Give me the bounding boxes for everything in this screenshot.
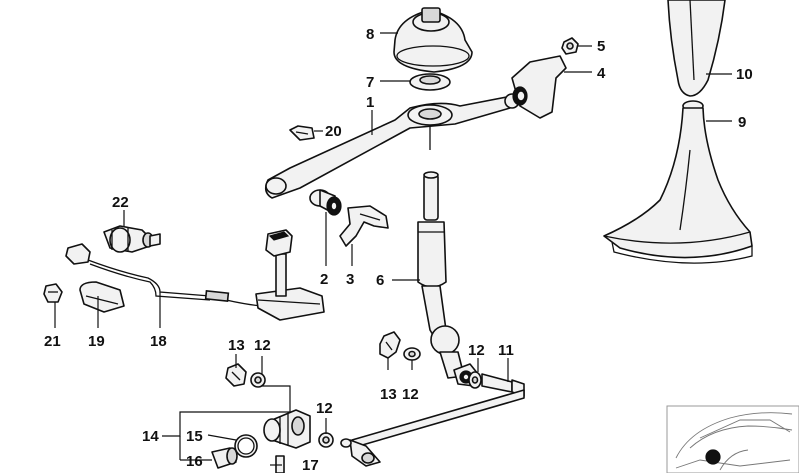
part-18-cable — [65, 243, 263, 307]
callout-12-bottom: 12 — [316, 400, 333, 417]
part-13-clip-left — [225, 363, 247, 387]
part-12-washer-right — [403, 347, 421, 361]
callout-13-left: 13 — [228, 337, 245, 354]
callout-15: 15 — [186, 428, 203, 445]
callout-17: 17 — [302, 457, 319, 473]
leader-lines — [54, 32, 732, 466]
callout-9: 9 — [738, 114, 746, 131]
part-6-rod — [417, 171, 465, 379]
callout-12-linkage: 12 — [468, 342, 485, 359]
callout-14: 14 — [142, 428, 159, 445]
callout-21: 21 — [44, 333, 61, 350]
part-9-gaiter — [603, 100, 753, 264]
callout-12-right: 12 — [402, 386, 419, 403]
part-11-linkage — [340, 363, 525, 467]
callout-5: 5 — [597, 38, 605, 55]
part-4-bracket — [511, 55, 567, 119]
part-7-ring — [409, 73, 451, 91]
part-1-shift-arm — [264, 93, 520, 199]
callout-6: 6 — [376, 272, 384, 289]
part-22-switch — [103, 225, 161, 253]
part-13-clip-right — [379, 331, 401, 359]
shift-plate — [255, 229, 325, 321]
callout-1: 1 — [366, 94, 374, 111]
part-3-clip — [339, 205, 389, 247]
part-8-boot — [393, 7, 473, 73]
callout-16: 16 — [186, 453, 203, 470]
callout-2: 2 — [320, 271, 328, 288]
callout-18: 18 — [150, 333, 167, 350]
callout-3: 3 — [346, 271, 354, 288]
callout-11: 11 — [498, 342, 514, 359]
callout-19: 19 — [88, 333, 105, 350]
part-19-cover — [79, 281, 125, 313]
callout-12-left: 12 — [254, 337, 271, 354]
location-dot — [705, 449, 721, 465]
callout-20: 20 — [325, 123, 342, 140]
part-12-washer-left — [250, 372, 266, 388]
part-14-bushing-assembly — [263, 409, 311, 449]
callout-4: 4 — [597, 65, 606, 82]
callout-22: 22 — [112, 194, 129, 211]
part-12-washer-bottom — [318, 432, 334, 448]
part-10-knob — [667, 0, 726, 97]
part-5-nut — [561, 37, 579, 55]
callout-8: 8 — [366, 26, 374, 43]
part-20-clip — [289, 125, 315, 141]
callout-7: 7 — [366, 74, 374, 91]
vehicle-thumbnail — [666, 405, 799, 473]
callout-13-right: 13 — [380, 386, 397, 403]
part-12-washer-linkage — [468, 371, 482, 389]
callouts: 8 7 1 5 4 10 9 20 22 2 3 6 21 19 18 13 1… — [44, 26, 753, 473]
part-15-o-ring — [234, 434, 258, 458]
callout-10: 10 — [736, 66, 753, 83]
part-16-bushing — [211, 447, 238, 469]
part-21-clip — [43, 283, 63, 303]
part-2-bushing — [309, 189, 342, 216]
